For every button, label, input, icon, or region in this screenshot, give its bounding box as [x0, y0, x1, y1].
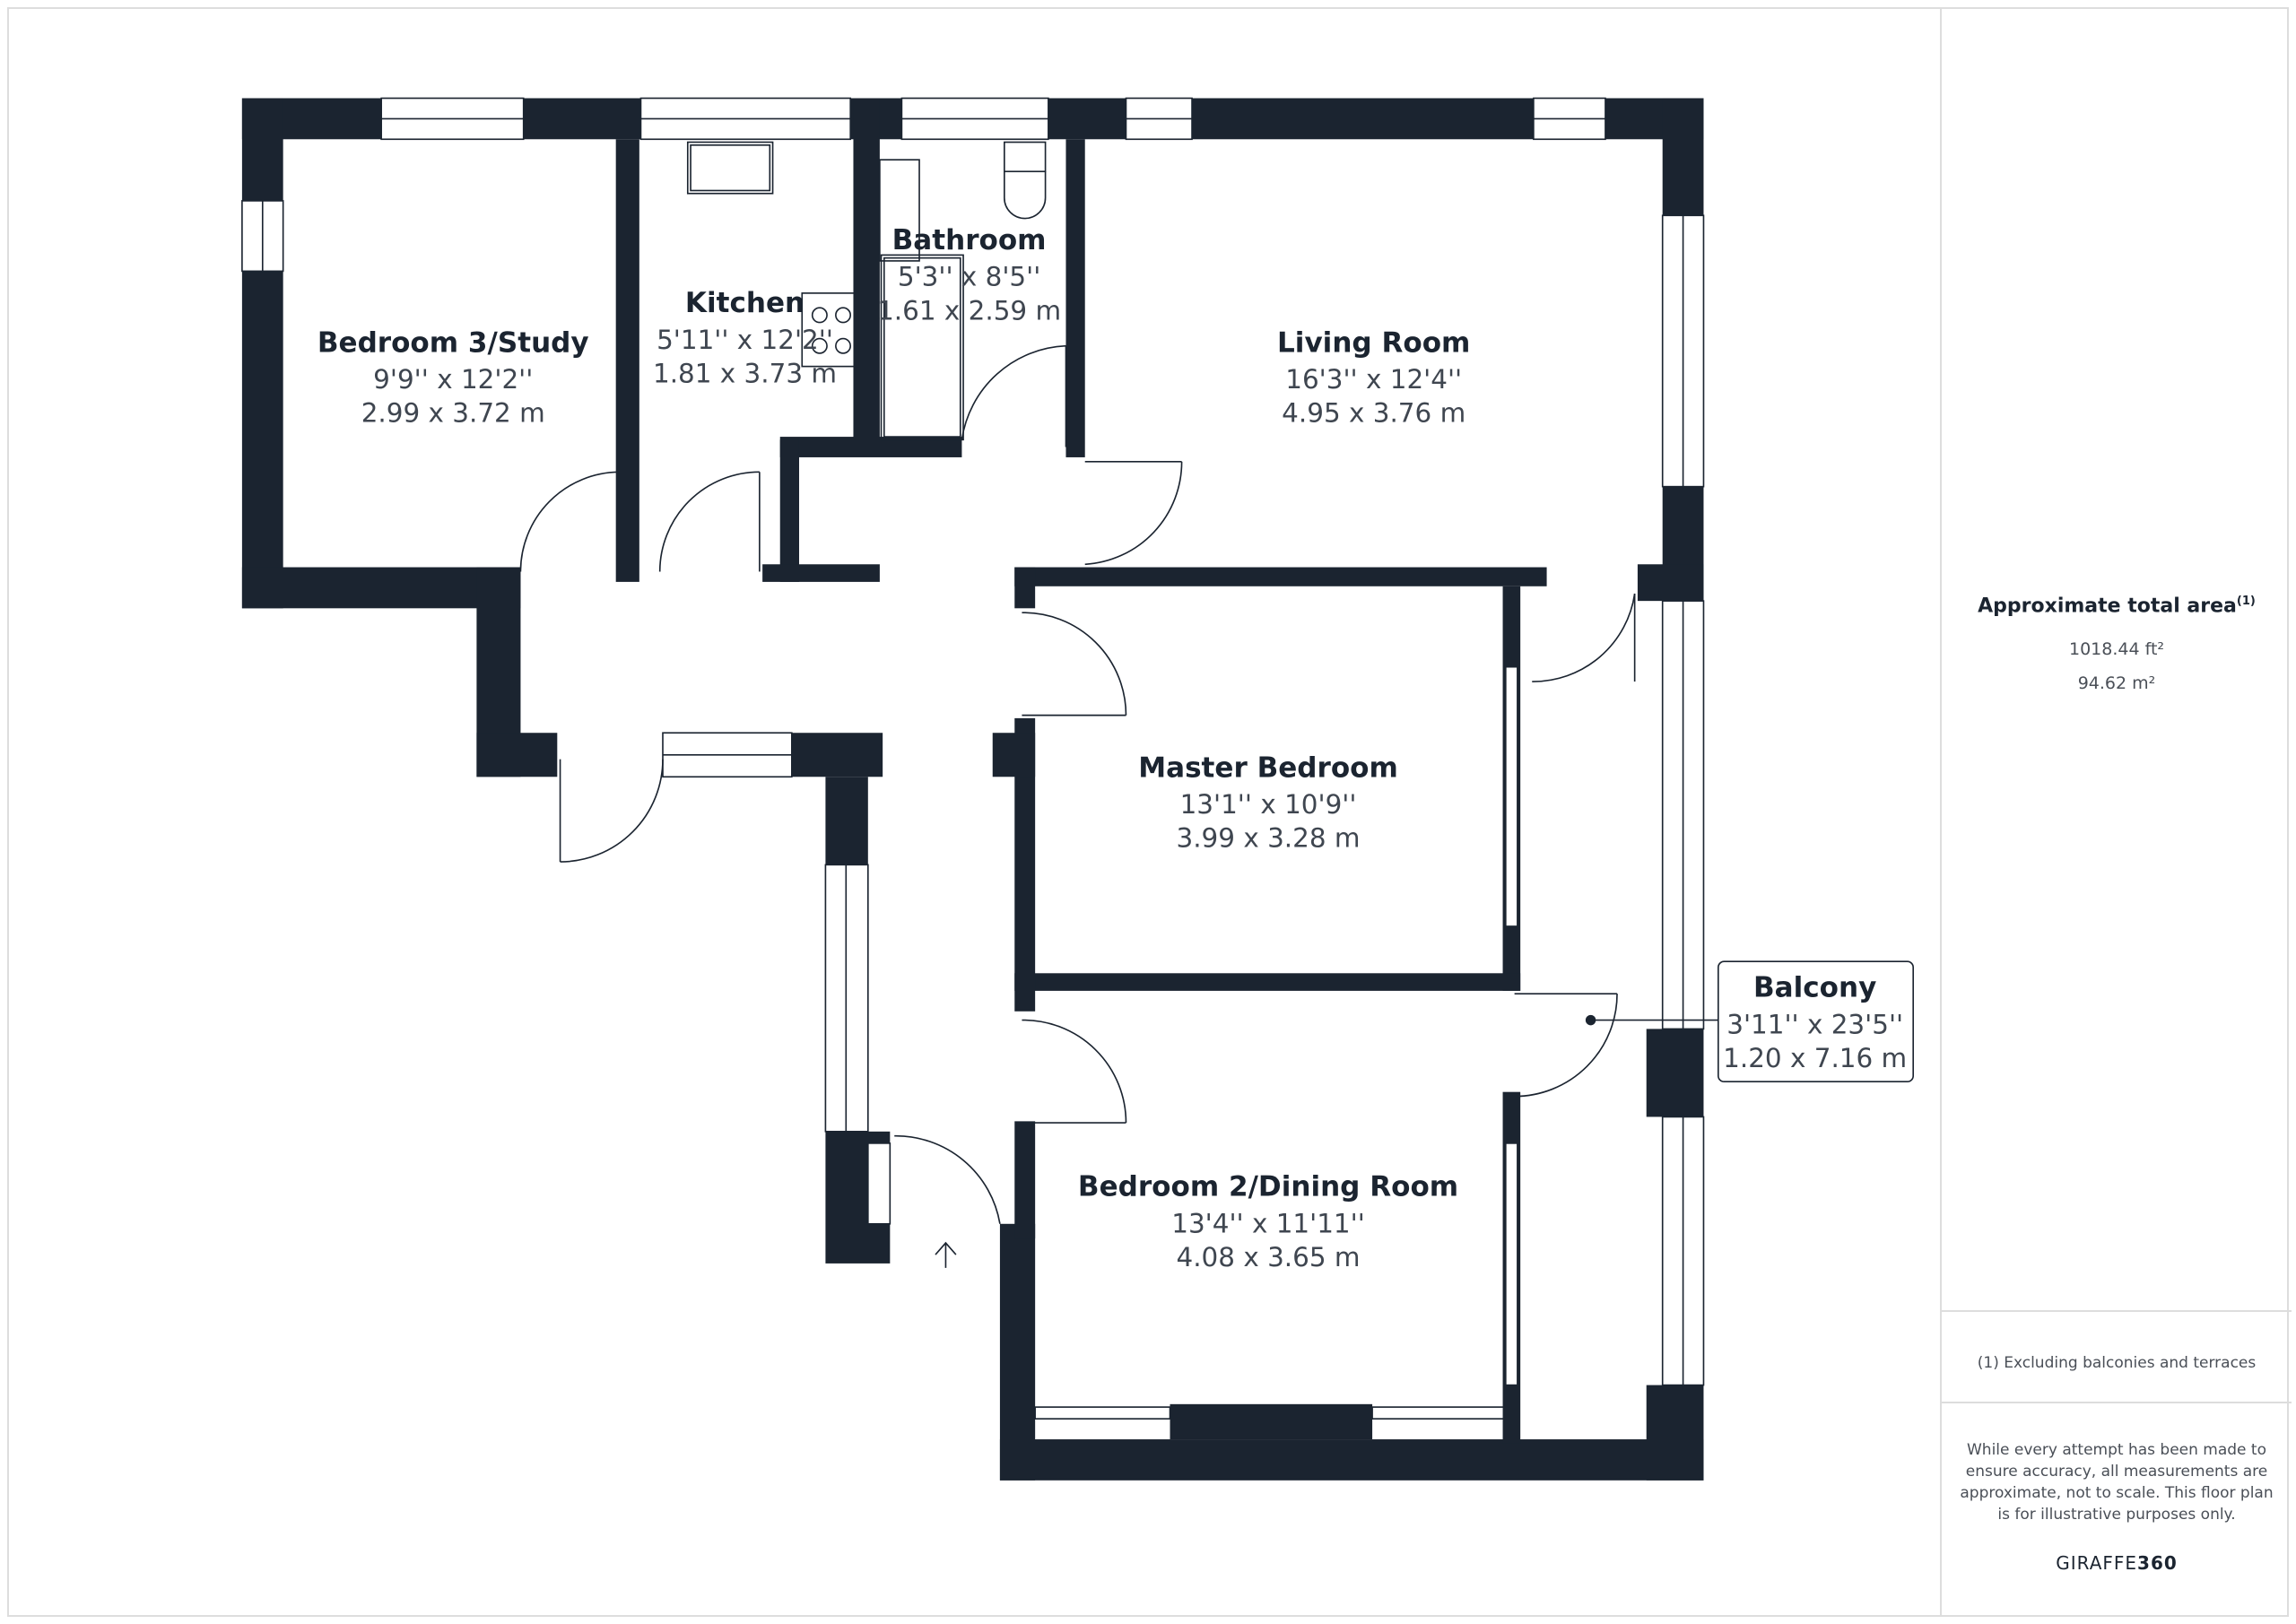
info-panel: Approximate total area(1) 1018.44 ft² 94…	[1940, 7, 2292, 1617]
svg-text:1.61 x 2.59 m: 1.61 x 2.59 m	[877, 295, 1061, 326]
svg-text:Balcony: Balcony	[1753, 971, 1876, 1003]
svg-text:Bedroom 2/Dining Room: Bedroom 2/Dining Room	[1078, 1171, 1458, 1203]
svg-text:Bedroom 3/Study: Bedroom 3/Study	[317, 326, 589, 359]
doors	[519, 344, 1636, 1268]
footnote: (1) Excluding balconies and terraces	[1977, 1354, 2257, 1372]
room-bedroom-2: Bedroom 2/Dining Room 13'4'' x 11'11'' 4…	[1078, 1171, 1458, 1272]
fixtures	[686, 141, 1047, 441]
divider	[1942, 1402, 2292, 1403]
room-kitchen: Kitchen 5'11'' x 12'2'' 1.81 x 3.73 m	[653, 287, 837, 388]
room-bedroom-3: Bedroom 3/Study 9'9'' x 12'2'' 2.99 x 3.…	[317, 326, 589, 428]
svg-text:3.99 x 3.28 m: 3.99 x 3.28 m	[1177, 823, 1361, 854]
hob-icon	[801, 292, 859, 368]
windows-top	[380, 97, 1606, 141]
svg-text:4.08 x 3.65 m: 4.08 x 3.65 m	[1177, 1242, 1361, 1272]
svg-text:5'11'' x 12'2'': 5'11'' x 12'2''	[657, 325, 833, 355]
room-bathroom: Bathroom 5'3'' x 8'5'' 1.61 x 2.59 m	[877, 224, 1061, 326]
svg-text:Living Room: Living Room	[1277, 326, 1470, 359]
area-ft: 1018.44 ft²	[2068, 639, 2165, 659]
wall-left	[241, 98, 283, 609]
svg-text:1.81 x 3.73 m: 1.81 x 3.73 m	[653, 359, 837, 389]
svg-text:Master Bedroom: Master Bedroom	[1138, 751, 1398, 784]
svg-text:16'3'' x 12'4'': 16'3'' x 12'4''	[1285, 364, 1462, 395]
svg-text:4.95 x 3.76 m: 4.95 x 3.76 m	[1282, 398, 1465, 429]
divider	[1942, 1310, 2292, 1312]
page-frame	[7, 7, 2289, 1617]
room-living-room: Living Room 16'3'' x 12'4'' 4.95 x 3.76 …	[1277, 326, 1470, 428]
brand-logo: GIRAFFE360	[2056, 1552, 2178, 1574]
svg-text:Kitchen: Kitchen	[685, 287, 804, 319]
svg-text:5'3'' x 8'5'': 5'3'' x 8'5''	[898, 262, 1040, 292]
disclaimer: While every attempt has been made to ens…	[1960, 1441, 2274, 1524]
svg-text:9'9'' x 12'2'': 9'9'' x 12'2''	[373, 364, 533, 395]
area-m: 94.62 m²	[2077, 673, 2156, 693]
svg-text:Bathroom: Bathroom	[892, 224, 1047, 256]
svg-text:1.20 x 7.16 m: 1.20 x 7.16 m	[1723, 1043, 1907, 1073]
room-balcony-callout: Balcony 3'11'' x 23'5'' 1.20 x 7.16 m	[1585, 960, 1915, 1083]
svg-text:2.99 x 3.72 m: 2.99 x 3.72 m	[361, 398, 545, 429]
svg-text:13'1'' x 10'9'': 13'1'' x 10'9''	[1180, 789, 1357, 820]
area-title: Approximate total area(1)	[1978, 595, 2256, 618]
svg-text:13'4'' x 11'11'': 13'4'' x 11'11''	[1171, 1209, 1365, 1239]
room-master-bedroom: Master Bedroom 13'1'' x 10'9'' 3.99 x 3.…	[1138, 751, 1398, 853]
svg-text:3'11'' x 23'5'': 3'11'' x 23'5''	[1726, 1009, 1903, 1039]
